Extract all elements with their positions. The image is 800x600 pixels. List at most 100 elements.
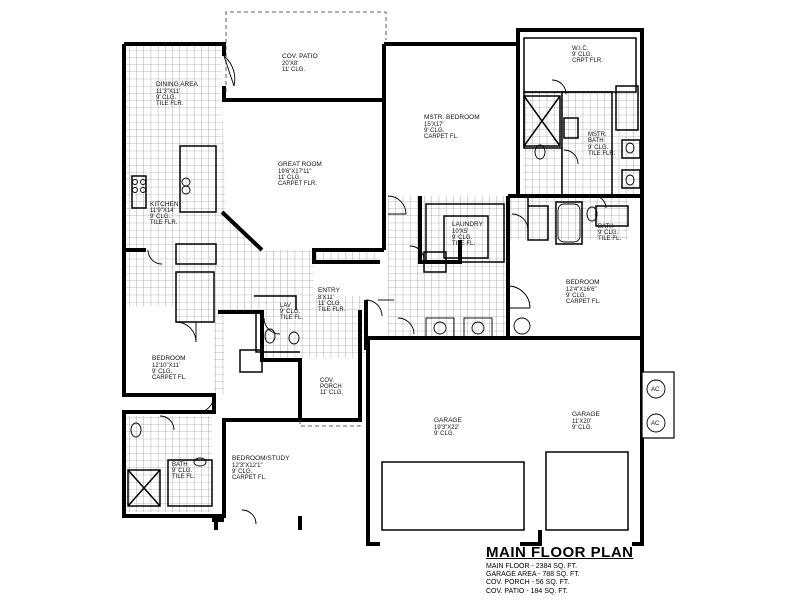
svg-text:9' CLG.: 9' CLG.: [150, 214, 170, 220]
svg-text:12'10"X11': 12'10"X11': [152, 363, 180, 369]
svg-text:20'X8': 20'X8': [282, 61, 298, 67]
svg-text:8'X11': 8'X11': [318, 295, 334, 301]
dryer-icon: [463, 317, 493, 339]
svg-text:TILE FL.: TILE FL.: [452, 241, 475, 247]
door-swings: [147, 55, 607, 525]
area-line-porch: COV. PORCH - 56 SQ. FT.: [486, 579, 570, 587]
svg-text:CARPET FL.: CARPET FL.: [566, 299, 601, 305]
svg-text:BEDROOM/STUDY: BEDROOM/STUDY: [232, 455, 290, 462]
svg-text:BEDROOM: BEDROOM: [152, 355, 186, 362]
svg-text:9' CLG.: 9' CLG.: [156, 95, 176, 101]
svg-text:9' CLG.: 9' CLG.: [434, 431, 454, 437]
svg-text:GARAGE: GARAGE: [572, 411, 600, 418]
svg-text:TILE FLR.: TILE FLR.: [150, 220, 178, 226]
room-label-mstr-bath: MSTR. BATH 9' CLG. TILE FLR.: [588, 132, 616, 157]
svg-text:DINING AREA: DINING AREA: [156, 81, 199, 88]
svg-text:KITCHEN: KITCHEN: [150, 201, 179, 208]
sink-icon: [181, 177, 191, 195]
ac-unit-icon: [646, 413, 666, 433]
svg-text:CRPT FLR.: CRPT FLR.: [572, 58, 603, 64]
svg-text:LAUNDRY: LAUNDRY: [452, 221, 484, 228]
fixtures: [130, 142, 635, 467]
svg-text:TILE FLR.: TILE FLR.: [318, 307, 346, 313]
svg-text:CARPET FLR.: CARPET FLR.: [278, 181, 317, 187]
ac-label: AC: [651, 387, 660, 393]
room-label-mstr-bedroom: MSTR. BEDROOM 15'X17' 9' CLG. CARPET FL.: [424, 114, 480, 140]
svg-text:11'9"X14': 11'9"X14': [150, 208, 175, 214]
toilet-icon: [130, 144, 598, 438]
room-label-entry: ENTRY 8'X11' 11' CLG. TILE FLR.: [318, 287, 346, 313]
room-label-bath-3: BATH 9' CLG. TILE FL.: [172, 462, 195, 480]
washer-icon: [425, 317, 455, 339]
svg-text:COV.: COV.: [320, 378, 334, 384]
dashed-outlines: [225, 11, 387, 427]
room-label-bedroom-study: BEDROOM/STUDY 12'3"X12'1" 9' CLG. CARPET…: [232, 455, 290, 481]
room-label-bath-2: BATH 9' CLG. TILE FL.: [598, 224, 621, 242]
water-heater-icon: [513, 317, 531, 335]
svg-text:9' CLG.: 9' CLG.: [566, 293, 586, 299]
stove-icon: [132, 179, 146, 193]
svg-text:12'3"X12'1": 12'3"X12'1": [232, 463, 263, 469]
room-label-kitchen: KITCHEN 11'9"X14' 9' CLG. TILE FLR.: [150, 201, 179, 226]
svg-text:CARPET FL.: CARPET FL.: [424, 134, 459, 140]
svg-text:9' CLG.: 9' CLG.: [152, 369, 172, 375]
area-summary: MAIN FLOOR - 2384 SQ. FT. GARAGE AREA - …: [486, 563, 580, 596]
svg-text:TILE FLR.: TILE FLR.: [156, 101, 184, 107]
ac-unit-icon: [646, 379, 666, 399]
room-label-dining: DINING AREA 11'3"X11' 9' CLG. TILE FLR.: [156, 81, 199, 107]
room-label-wic: W.I.C. 9' CLG. CRPT FLR.: [572, 46, 603, 64]
svg-text:MSTR. BEDROOM: MSTR. BEDROOM: [424, 114, 480, 121]
svg-text:11' CLG.: 11' CLG.: [278, 175, 301, 181]
svg-text:9' CLG.: 9' CLG.: [598, 230, 618, 236]
svg-text:9' CLG.: 9' CLG.: [172, 468, 192, 474]
svg-text:10'X5': 10'X5': [452, 229, 468, 235]
room-label-great-room: GREAT ROOM 19'6"X17'11" 11' CLG. CARPET …: [278, 161, 322, 187]
walls: [122, 28, 644, 546]
svg-text:9' CLG.: 9' CLG.: [588, 145, 608, 151]
room-label-cov-patio: COV. PATIO 20'X8' 11' CLG.: [282, 53, 318, 73]
room-label-lav: LAV 9' CLG. TILE FL.: [280, 303, 303, 321]
svg-text:9' CLG.: 9' CLG.: [572, 52, 592, 58]
svg-text:11' CLG.: 11' CLG.: [282, 67, 305, 73]
room-label-laundry: LAUNDRY 10'X5' 9' CLG. TILE FL.: [452, 221, 484, 247]
svg-text:TILE FLR.: TILE FLR.: [588, 151, 616, 157]
svg-text:ENTRY: ENTRY: [318, 287, 341, 294]
svg-text:GARAGE: GARAGE: [434, 417, 462, 424]
svg-text:CARPET FL.: CARPET FL.: [232, 475, 267, 481]
svg-text:11' CLG.: 11' CLG.: [318, 301, 341, 307]
svg-text:15'X17': 15'X17': [424, 122, 444, 128]
svg-text:W.I.C.: W.I.C.: [572, 46, 589, 52]
plan-title: MAIN FLOOR PLAN: [486, 544, 634, 561]
svg-text:GREAT ROOM: GREAT ROOM: [278, 161, 322, 168]
svg-text:LAV: LAV: [280, 303, 291, 309]
svg-text:9' CLG.: 9' CLG.: [280, 309, 300, 315]
svg-text:MSTR.: MSTR.: [588, 132, 607, 138]
room-label-garage-2: GARAGE 11'X20' 9' CLG.: [572, 411, 600, 431]
room-label-cov-porch: COV. PORCH 11' CLG.: [320, 378, 343, 396]
svg-text:11'X20': 11'X20': [572, 419, 591, 425]
room-label-bedroom-right: BEDROOM 12'4"X16'6" 9' CLG. CARPET FL.: [566, 279, 601, 305]
svg-text:9' CLG.: 9' CLG.: [232, 469, 252, 475]
area-line-garage: GARAGE AREA - 788 SQ. FT.: [486, 571, 580, 579]
svg-text:9' CLG.: 9' CLG.: [572, 425, 592, 431]
svg-text:11'3"X11': 11'3"X11': [156, 89, 180, 95]
ac-label: AC: [651, 421, 660, 427]
svg-text:PORCH: PORCH: [320, 384, 342, 390]
svg-text:9' CLG.: 9' CLG.: [424, 128, 444, 134]
svg-text:COV. PATIO: COV. PATIO: [282, 53, 318, 60]
bathtub-icon: [557, 203, 581, 243]
area-line-patio: COV. PATIO - 184 SQ. FT.: [486, 587, 568, 595]
svg-text:11' CLG.: 11' CLG.: [320, 390, 343, 396]
svg-text:TILE FL.: TILE FL.: [598, 236, 621, 242]
svg-text:12'4"X16'6": 12'4"X16'6": [566, 287, 597, 293]
room-label-bedroom-left: BEDROOM 12'10"X11' 9' CLG. CARPET FL.: [152, 355, 187, 381]
svg-text:9' CLG.: 9' CLG.: [452, 235, 472, 241]
svg-text:BEDROOM: BEDROOM: [566, 279, 600, 286]
svg-text:19'3"X22': 19'3"X22': [434, 425, 459, 431]
svg-text:TILE FL.: TILE FL.: [280, 315, 303, 321]
ac-units: AC AC: [641, 371, 675, 439]
svg-text:CARPET FL.: CARPET FL.: [152, 375, 187, 381]
svg-text:BATH: BATH: [588, 138, 604, 144]
lav-sink-icon: [193, 142, 635, 467]
